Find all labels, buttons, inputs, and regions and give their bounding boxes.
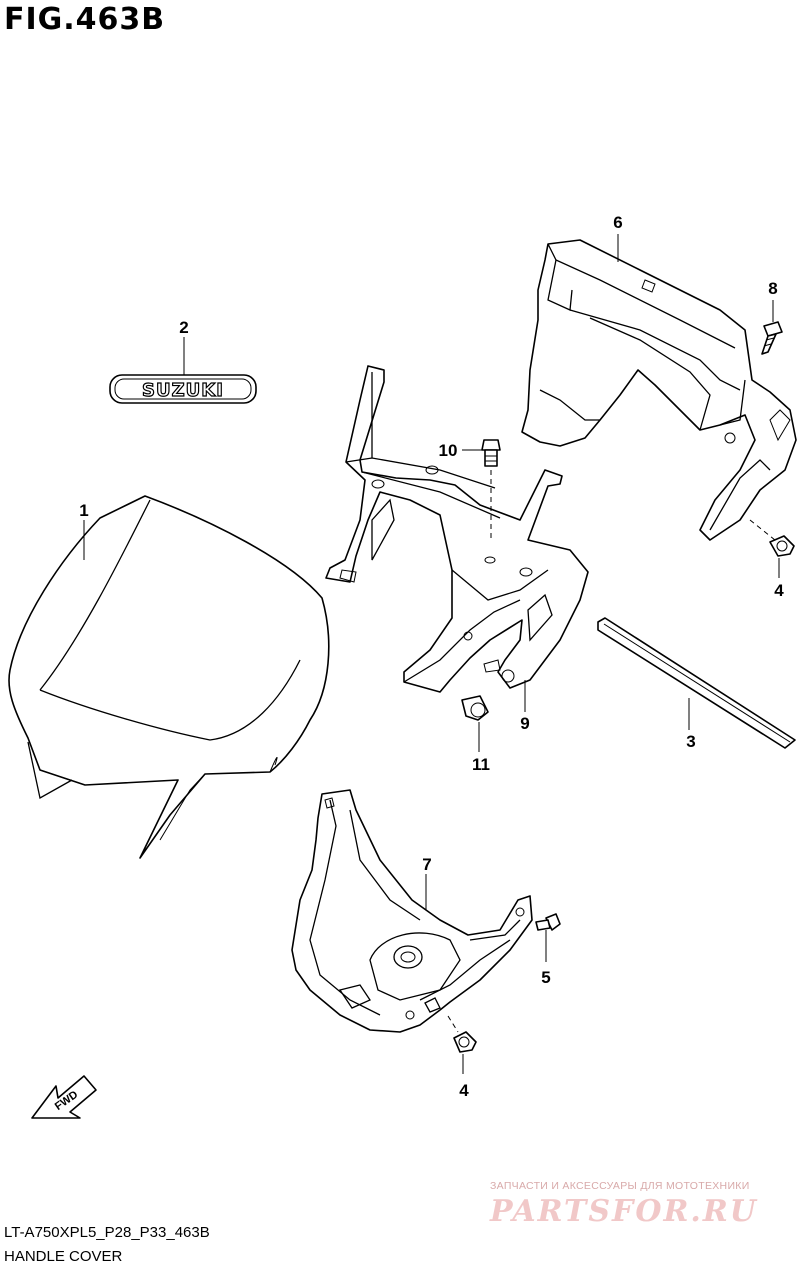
part-6-rear-cover[interactable] [521,239,797,541]
callout-7: 7 [422,855,431,874]
callout-10: 10 [439,441,458,460]
watermark-logo: PARTSFOR.RU [490,1194,758,1229]
callout-4-upper: 4 [774,581,784,600]
part-8-screw[interactable] [761,321,783,355]
callout-9: 9 [520,714,529,733]
figure-title: FIG.463B [4,2,166,37]
part-9-bracket[interactable] [325,365,589,693]
callout-2: 2 [179,318,188,337]
callout-6: 6 [613,213,622,232]
watermark-tagline: ЗАПЧАСТИ И АКСЕССУАРЫ ДЛЯ МОТОТЕХНИКИ [490,1180,750,1192]
part-4-rivet-upper[interactable] [769,535,795,557]
part-4-rivet-lower[interactable] [447,1015,477,1053]
figure-code: LT-A750XPL5_P28_P33_463B [4,1224,210,1241]
part-11-collar[interactable] [461,695,489,721]
part-10-bolt[interactable] [481,439,501,467]
part-1-handle-cover[interactable] [8,495,330,859]
callout-8: 8 [768,279,777,298]
part-5-pin[interactable] [535,913,561,931]
callout-11: 11 [472,755,490,774]
callout-5: 5 [541,968,550,987]
emblem-text: SUZUKI [142,380,224,401]
callout-3: 3 [686,732,695,751]
callout-4-lower: 4 [459,1081,469,1100]
callout-1: 1 [79,501,88,520]
figure-name: HANDLE COVER [4,1248,123,1265]
fwd-arrow-icon: FWD [31,1075,97,1119]
part-2-emblem[interactable]: SUZUKI [109,374,257,404]
part-3-seal[interactable] [597,617,796,749]
part-7-lower-cover[interactable] [291,789,533,1033]
